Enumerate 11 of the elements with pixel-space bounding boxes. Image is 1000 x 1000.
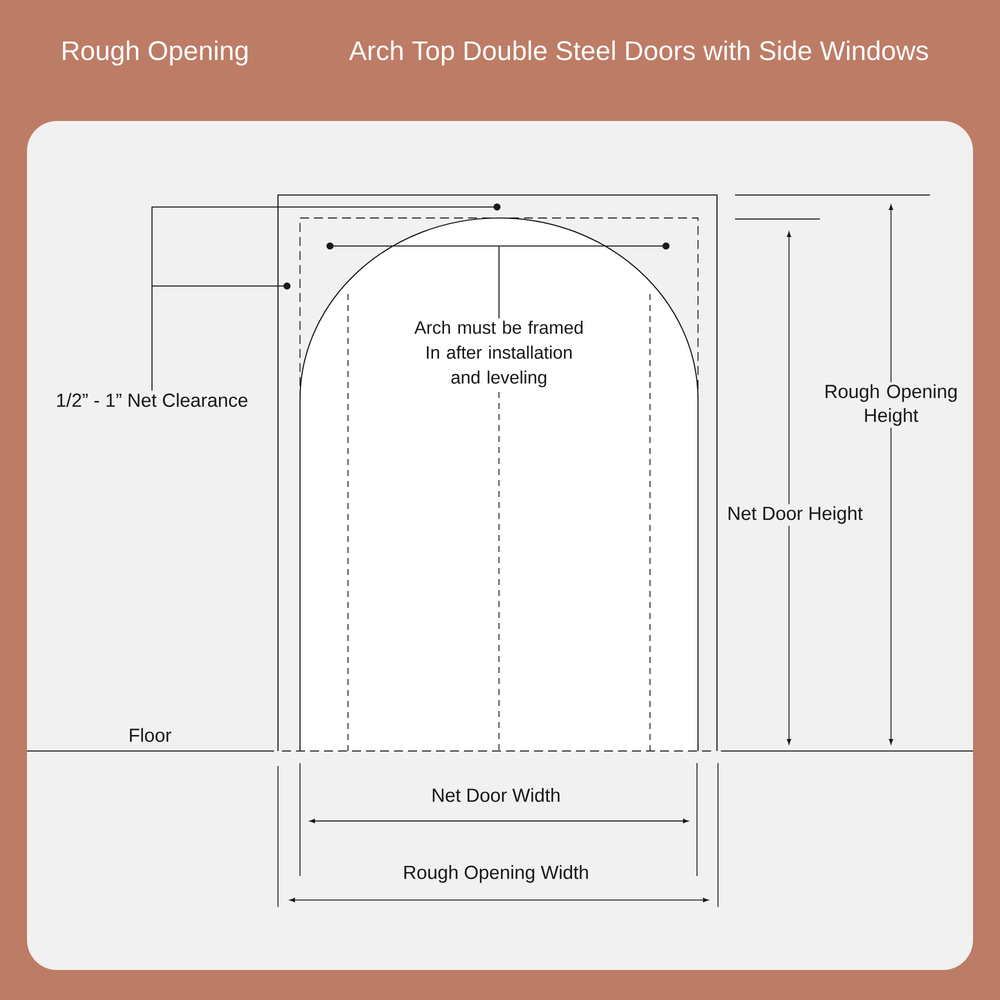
- leader-line: [152, 282, 290, 391]
- heading: Arch Top Double Steel Doors with Side Windows: [349, 40, 928, 66]
- dimension-label: Rough Opening Height: [819, 382, 964, 428]
- dimension-label: Net Door Width: [432, 788, 560, 802]
- callout-text: Arch must be framed In after installation and leveling: [414, 320, 583, 388]
- heading: Rough Opening: [62, 40, 248, 66]
- floor-label: Floor: [130, 728, 172, 742]
- callout-text: 1/2” - 1” Net Clearance: [57, 393, 248, 407]
- dimension-label: Rough Opening Width: [404, 865, 588, 883]
- dimension-label: Net Door Height: [725, 504, 865, 526]
- leader-line: [498, 242, 670, 319]
